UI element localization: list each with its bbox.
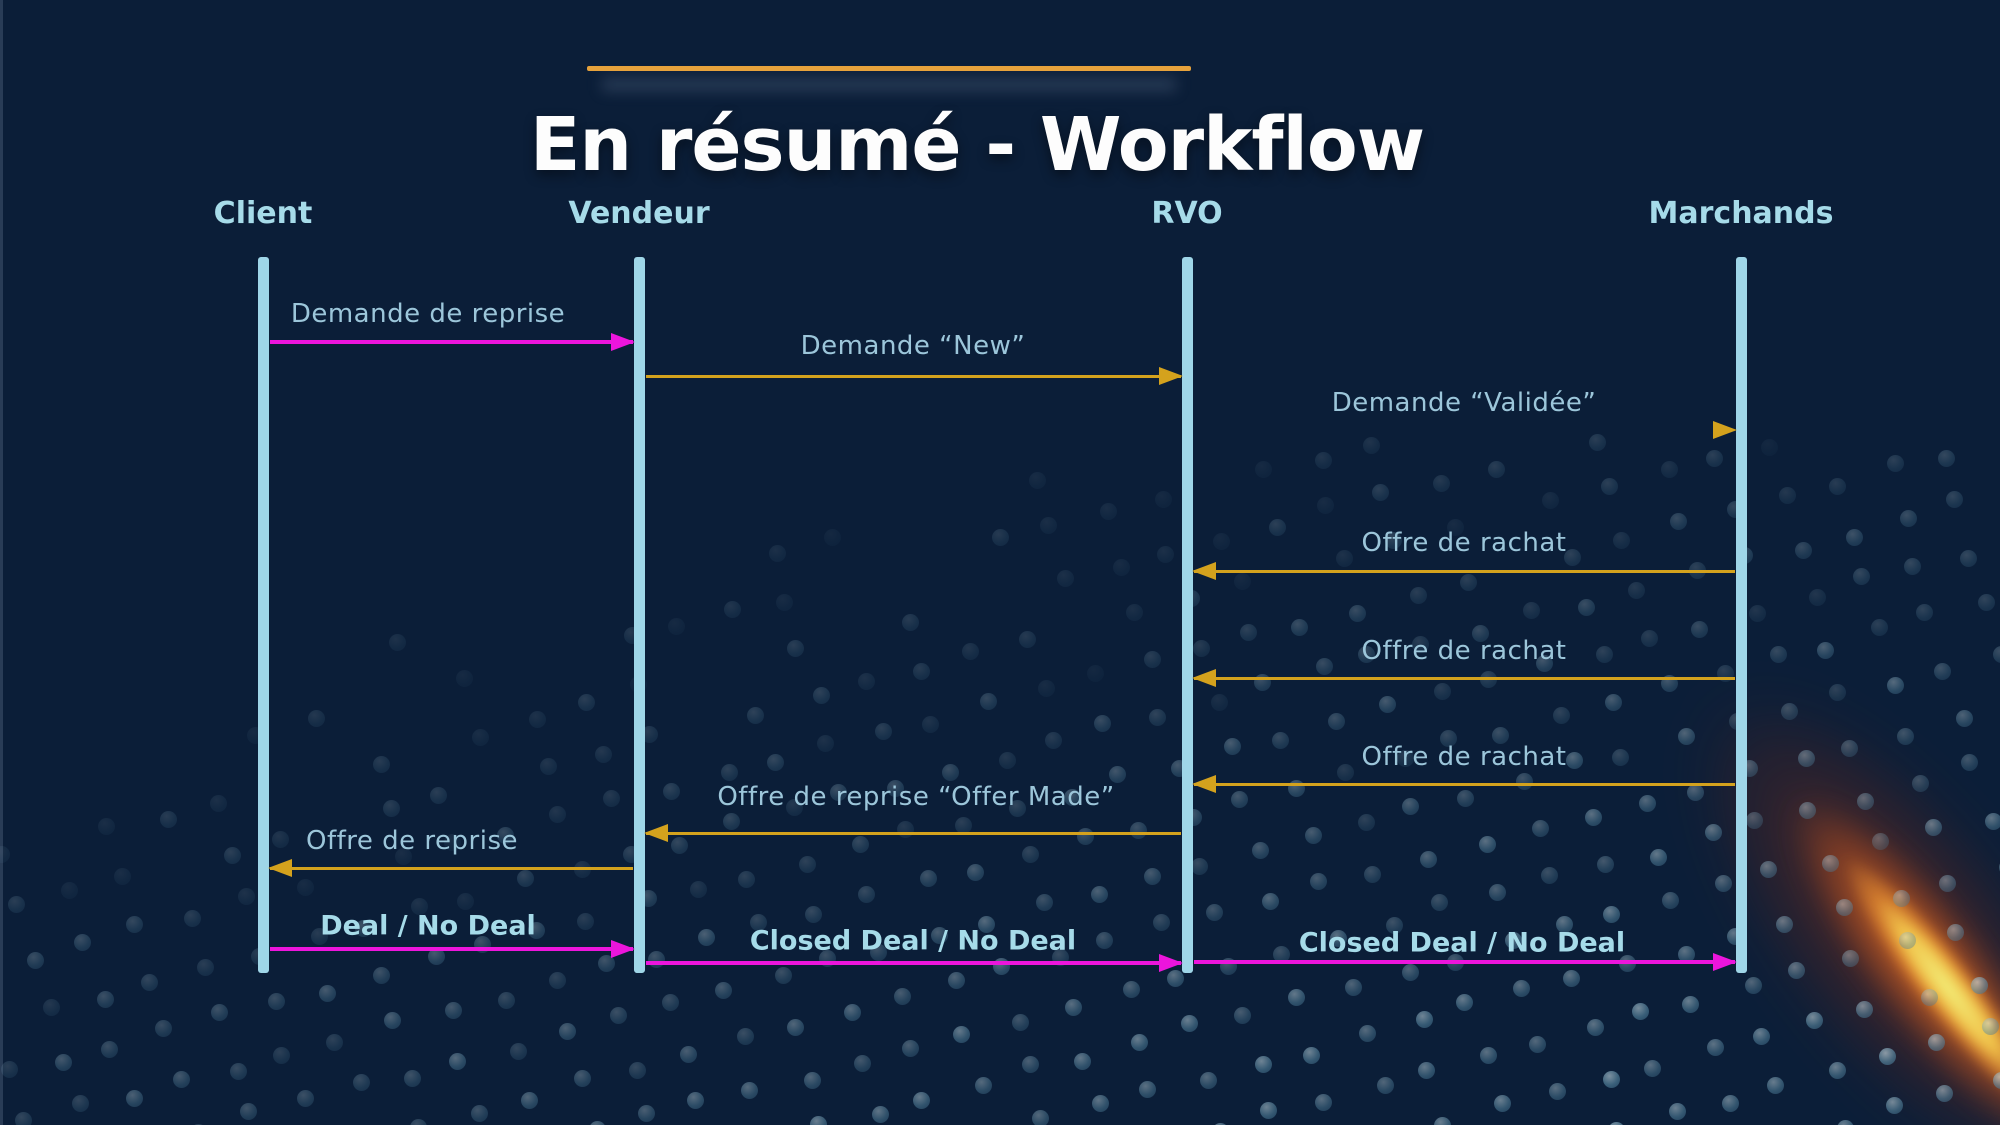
arrowhead-right-icon: [1712, 953, 1737, 971]
arrowhead-left-icon: [643, 824, 668, 842]
arrowhead-left-icon: [1191, 775, 1216, 793]
message-line: [1194, 421, 1737, 439]
message-label: Offre de rachat: [1361, 742, 1567, 772]
actor-label-rvo: RVO: [1151, 196, 1223, 231]
message-line: [269, 333, 635, 351]
arrowhead-left-icon: [267, 859, 292, 877]
message-line: [269, 940, 635, 958]
message-line: [643, 824, 1181, 842]
lifeline-rvo: [1181, 257, 1193, 973]
message-line: [1191, 775, 1735, 793]
arrowhead-right-icon: [610, 333, 635, 351]
message-line: [1191, 669, 1735, 687]
message-label: Offre de reprise: [306, 826, 518, 856]
slide-title: En résumé - Workflow: [529, 101, 1425, 188]
message-line: [645, 367, 1183, 385]
slide-left-edge: [0, 0, 3, 1125]
accent-line: [587, 66, 1191, 71]
message-label: Deal / No Deal: [320, 910, 536, 942]
message-label: Closed Deal / No Deal: [749, 925, 1077, 957]
lifeline-marchands: [1735, 257, 1747, 973]
message-line: [645, 954, 1183, 972]
message-label: Offre de rachat: [1361, 636, 1567, 666]
lifeline-vendeur: [633, 257, 645, 973]
accent-line-shadow: [602, 78, 1176, 91]
message-line: [1193, 953, 1737, 971]
actor-label-client: Client: [213, 196, 313, 231]
message-label: Offre de rachat: [1361, 528, 1567, 558]
arrowhead-right-icon: [1158, 954, 1183, 972]
actor-label-vendeur: Vendeur: [568, 196, 710, 231]
arrowhead-left-icon: [1191, 562, 1216, 580]
message-label: Demande “New”: [800, 331, 1026, 361]
arrowhead-right-icon: [1712, 421, 1737, 439]
actor-label-marchands: Marchands: [1648, 196, 1834, 231]
message-label: Demande “Validée”: [1331, 388, 1597, 418]
message-label: Closed Deal / No Deal: [1298, 927, 1626, 959]
lifeline-client: [257, 257, 269, 973]
message-line: [267, 859, 633, 877]
arrowhead-left-icon: [1191, 669, 1216, 687]
arrowhead-right-icon: [610, 940, 635, 958]
message-line: [1191, 562, 1735, 580]
message-label: Demande de reprise: [290, 299, 566, 329]
message-label: Offre de reprise “Offer Made”: [717, 782, 1115, 812]
arrowhead-right-icon: [1158, 367, 1183, 385]
